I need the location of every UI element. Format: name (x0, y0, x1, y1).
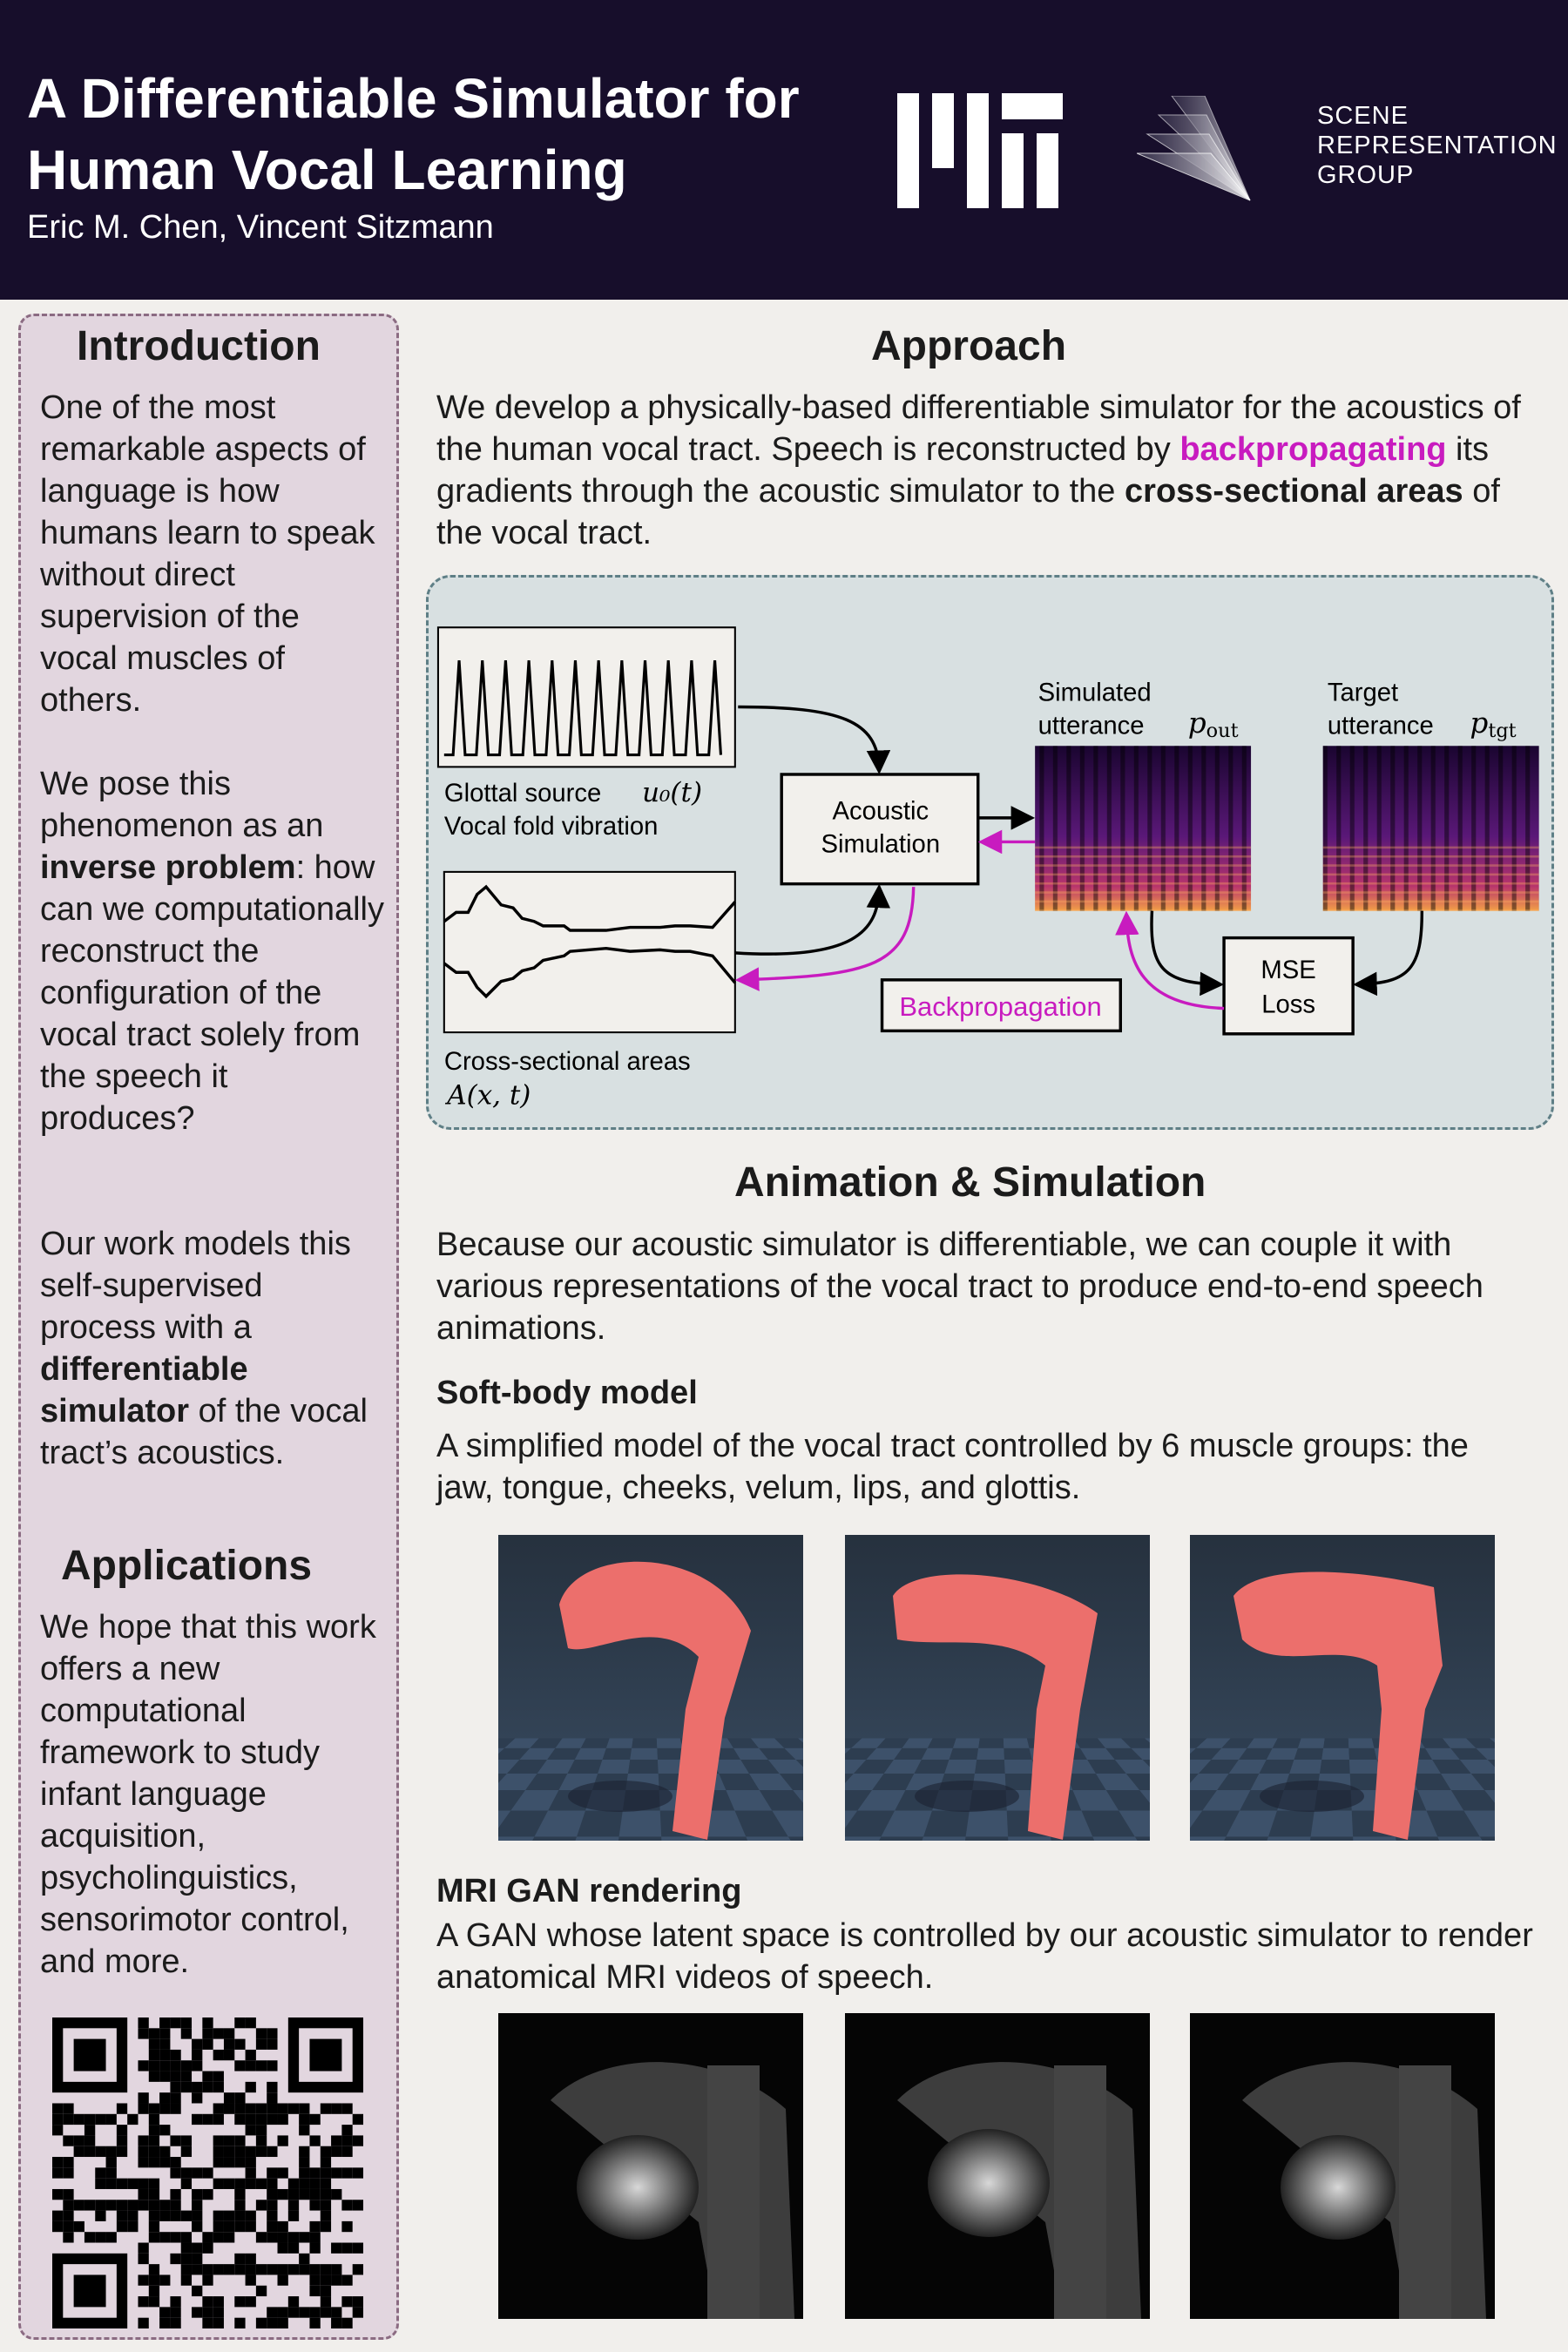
glottal-source-label: Glottal source (444, 780, 601, 808)
emphasis: cross-sectional areas (1125, 473, 1463, 510)
intro-paragraph-2: We pose this phenomenon as an inverse pr… (40, 763, 384, 1139)
acoustic-label: Acoustic (833, 798, 929, 826)
text: We pose this phenomenon as an (40, 766, 324, 844)
mse-label: MSE (1260, 956, 1315, 984)
highlight: backpropagating (1179, 431, 1447, 468)
applications-heading: Applications (61, 1543, 313, 1589)
backpropagation-box (880, 978, 1123, 1033)
acoustic-simulation-box (780, 773, 980, 886)
approach-paragraph: We develop a physically-based differenti… (436, 387, 1543, 554)
text: of the vocal tract. (436, 473, 1500, 551)
group-line: GROUP (1317, 161, 1415, 189)
simulation-label: Simulation (821, 831, 941, 859)
intro-paragraph-1: One of the most remarkable aspects of la… (40, 389, 375, 719)
p-tgt-math: ptgt (1470, 706, 1516, 742)
arrow-areas-to-sim (734, 883, 891, 956)
mri-paragraph: A GAN whose latent space is controlled b… (436, 1917, 1533, 1996)
poster-header: A Differentiable Simulator for Human Voc… (0, 0, 1568, 300)
emphasis: differentiable simulator (40, 1351, 248, 1429)
text: of the vocal tract’s acoustics. (40, 1393, 368, 1471)
arrow-glottal-to-sim (738, 705, 891, 774)
utterance-label: utterance (1328, 712, 1434, 740)
mse-loss-box (1222, 936, 1355, 1036)
emphasis: inverse problem (40, 849, 296, 886)
scene-representation-fan-icon (1137, 96, 1251, 201)
text: Our work models this self-supervised pro… (40, 1226, 351, 1346)
arrow-output-to-loss (1150, 910, 1225, 997)
group-line: REPRESENTATION (1317, 132, 1558, 159)
backpropagation-label: Backpropagation (899, 991, 1101, 1022)
cross-sectional-areas-plot (443, 870, 737, 1034)
text: : how can we computationally reconstruct… (40, 849, 384, 1137)
vocal-fold-label: Vocal fold vibration (444, 813, 659, 841)
mri-heading: MRI GAN rendering (436, 1873, 742, 1909)
mit-logo (897, 93, 1063, 208)
mri-frame-3 (1190, 2013, 1495, 2319)
simulated-spectrogram (1035, 746, 1252, 911)
poster-title: A Differentiable Simulator for Human Voc… (27, 67, 800, 201)
target-label: Target (1328, 679, 1398, 707)
soft-body-frame-3 (1190, 1535, 1495, 1841)
backprop-arrow-loss-to-output (1115, 910, 1225, 1010)
left-panel (18, 314, 399, 2340)
intro-paragraph-3: Our work models this self-supervised pro… (40, 1223, 384, 1474)
text: its gradients through the acoustic simul… (436, 431, 1490, 510)
introduction-heading: Introduction (77, 323, 321, 369)
glottal-math: u₀(t) (642, 777, 702, 808)
qr-code[interactable] (52, 2017, 363, 2328)
backprop-arrow-to-areas (734, 887, 916, 991)
authors: Eric M. Chen, Vincent Sitzmann (27, 209, 494, 246)
soft-body-frame-1 (498, 1535, 803, 1841)
approach-heading: Approach (871, 323, 1067, 369)
soft-body-frame-2 (845, 1535, 1150, 1841)
utterance-label: utterance (1038, 712, 1145, 740)
group-line: SCENE (1317, 102, 1409, 130)
mri-frame-1 (498, 2013, 803, 2319)
group-name: SCENE REPRESENTATION GROUP (1317, 101, 1558, 190)
loss-label: Loss (1261, 991, 1315, 1019)
areas-math: A(x, t) (444, 1080, 531, 1112)
simulated-label: Simulated (1038, 679, 1152, 707)
mri-frame-2 (845, 2013, 1150, 2319)
soft-body-paragraph: A simplified model of the vocal tract co… (436, 1428, 1469, 1506)
glottal-source-plot (436, 626, 736, 768)
target-spectrogram (1322, 746, 1539, 911)
text: We develop a physically-based differenti… (436, 389, 1521, 468)
cross-sectional-areas-label: Cross-sectional areas (444, 1048, 691, 1076)
animation-paragraph: Because our acoustic simulator is differ… (436, 1227, 1484, 1347)
animation-heading: Animation & Simulation (734, 1159, 1206, 1206)
approach-diagram: Glottal source u₀(t) Vocal fold vibratio… (426, 575, 1554, 1130)
p-out-math: pout (1188, 706, 1239, 742)
applications-paragraph: We hope that this work offers a new comp… (40, 1609, 376, 1980)
soft-body-heading: Soft-body model (436, 1375, 698, 1411)
arrow-target-to-loss (1353, 910, 1424, 997)
